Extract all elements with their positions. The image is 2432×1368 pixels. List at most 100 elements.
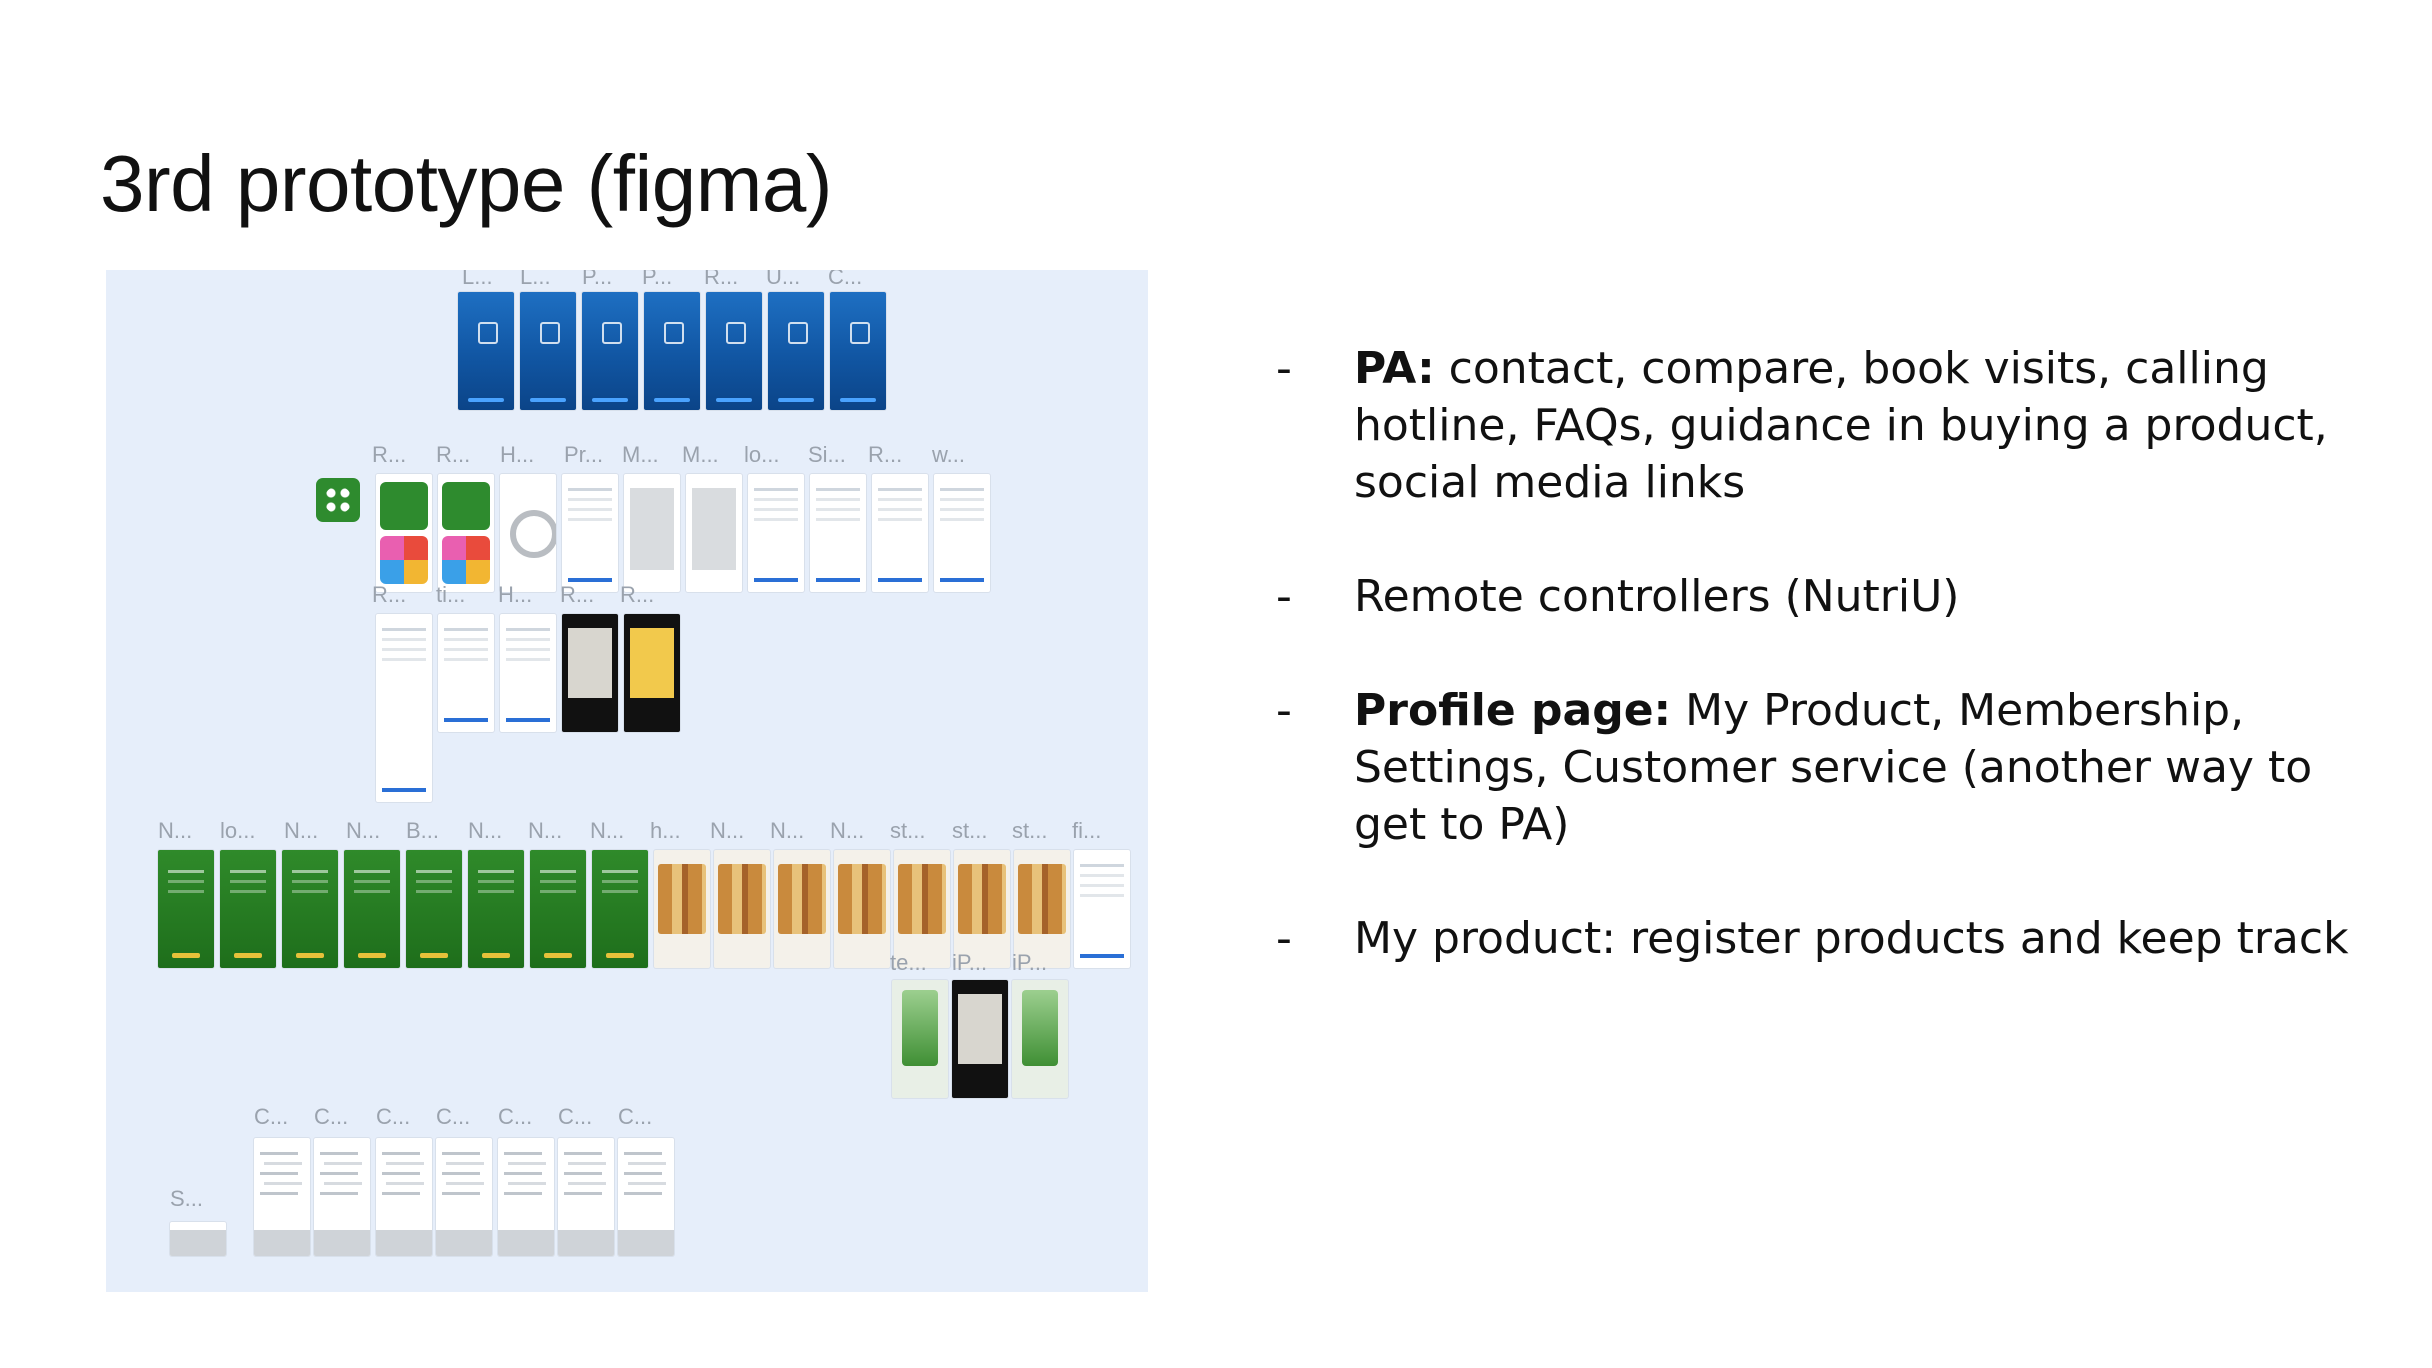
- frame-label: iP...: [1012, 950, 1048, 975]
- slide-title: 3rd prototype (figma): [100, 139, 833, 228]
- register-screen-long: [376, 614, 432, 802]
- onboarding-screen: [768, 292, 824, 410]
- frame-label: N...: [528, 818, 563, 843]
- frame-label: N...: [590, 818, 625, 843]
- remote-screen: [438, 474, 494, 592]
- bullet-bold: PA:: [1354, 343, 1435, 394]
- frame-label: H...: [500, 442, 535, 467]
- frame-label: C...: [254, 1104, 289, 1129]
- onboarding-screen: [520, 292, 576, 410]
- onboarding-screen: [830, 292, 886, 410]
- frame-label: M...: [682, 442, 719, 467]
- frame-label: R...: [620, 582, 655, 607]
- step-screen: [1014, 850, 1070, 968]
- bullet-item: -Remote controllers (NutriU): [1276, 568, 2396, 625]
- frame-label: C...: [828, 270, 863, 289]
- frame-label: st...: [952, 818, 988, 843]
- recipe-screen: [774, 850, 830, 968]
- frame-label: R...: [868, 442, 903, 467]
- frame-label: lo...: [220, 818, 256, 843]
- frame-label: N...: [346, 818, 381, 843]
- register-screen: [872, 474, 928, 592]
- signin-screen: [810, 474, 866, 592]
- bullet-list: -PA: contact, compare, book visits, call…: [1276, 340, 2396, 1024]
- frame-label: R...: [704, 270, 739, 289]
- frame-label: L...: [520, 270, 551, 289]
- frame-label: N...: [284, 818, 319, 843]
- step-screen: [954, 850, 1010, 968]
- welcome-screen: [934, 474, 990, 592]
- bullet-dash: -: [1276, 913, 1292, 964]
- frame-label: N...: [710, 818, 745, 843]
- frame-label: iP...: [952, 950, 988, 975]
- bullet-item: - Profile page: My Product, Membership, S…: [1276, 682, 2396, 853]
- bullet-text: My Product, Membership, Settings, Custom…: [1354, 685, 2313, 850]
- chat-screen: [558, 1138, 614, 1256]
- onboarding-screen: [458, 292, 514, 410]
- frame-label: C...: [498, 1104, 533, 1129]
- recipe-screen: [714, 850, 770, 968]
- frame-label: h...: [650, 818, 681, 843]
- frame-label: H...: [498, 582, 533, 607]
- bullet-bold: Profile page:: [1354, 685, 1672, 736]
- frame-label: M...: [622, 442, 659, 467]
- bullet-dash: -: [1276, 685, 1292, 736]
- frame-label: R...: [372, 442, 407, 467]
- frame-label: P...: [642, 270, 673, 289]
- onboarding-screen: [706, 292, 762, 410]
- receipt-scan-screen: [562, 614, 618, 732]
- search-frame: [170, 1222, 226, 1256]
- profile-screen: [562, 474, 618, 592]
- my-product-screen: [686, 474, 742, 592]
- frame-label: C...: [436, 1104, 471, 1129]
- nutriu-screen: [530, 850, 586, 968]
- frame-label: N...: [830, 818, 865, 843]
- frame-label: st...: [1012, 818, 1048, 843]
- lock-screen: [952, 980, 1008, 1098]
- frame-label: R...: [372, 582, 407, 607]
- frame-label: L...: [462, 270, 493, 289]
- frame-label: fi...: [1072, 818, 1102, 843]
- app-icon: [316, 478, 360, 522]
- nutriu-screen: [468, 850, 524, 968]
- frame-label: Pr...: [564, 442, 604, 467]
- chat-screen: [436, 1138, 492, 1256]
- bullet-dash: -: [1276, 571, 1292, 622]
- nutriu-screen: [220, 850, 276, 968]
- login-screen: [748, 474, 804, 592]
- frame-label: N...: [770, 818, 805, 843]
- frame-label: C...: [376, 1104, 411, 1129]
- onboarding-screen: [582, 292, 638, 410]
- nutriu-screen: [406, 850, 462, 968]
- frame-label: R...: [560, 582, 595, 607]
- frame-label: N...: [468, 818, 503, 843]
- chat-screen: [618, 1138, 674, 1256]
- frame-label: C...: [618, 1104, 653, 1129]
- ticket-screen: [438, 614, 494, 732]
- remote-screen: [376, 474, 432, 592]
- frame-label: R...: [436, 442, 471, 467]
- home-screen: [500, 474, 556, 592]
- done-screen: [1012, 980, 1068, 1098]
- nutriu-screen: [592, 850, 648, 968]
- chat-screen: [254, 1138, 310, 1256]
- nutriu-screen: [282, 850, 338, 968]
- timer-screen: [892, 980, 948, 1098]
- chat-screen: [314, 1138, 370, 1256]
- bullet-item: -PA: contact, compare, book visits, call…: [1276, 340, 2396, 511]
- frame-label: P...: [582, 270, 613, 289]
- frame-label: lo...: [744, 442, 780, 467]
- frame-label: C...: [558, 1104, 593, 1129]
- step-screen: [894, 850, 950, 968]
- bullet-item: - My product: register products and keep …: [1276, 910, 2396, 967]
- frame-label: w...: [932, 442, 966, 467]
- bullet-text: My product: register products and keep t…: [1354, 913, 2349, 964]
- recipe-screen: [834, 850, 890, 968]
- frame-label: C...: [314, 1104, 349, 1129]
- frame-label: te...: [890, 950, 927, 975]
- frame-label: st...: [890, 818, 926, 843]
- frame-label: ti...: [436, 582, 466, 607]
- chat-screen: [498, 1138, 554, 1256]
- finish-screen: [1074, 850, 1130, 968]
- chat-screen: [376, 1138, 432, 1256]
